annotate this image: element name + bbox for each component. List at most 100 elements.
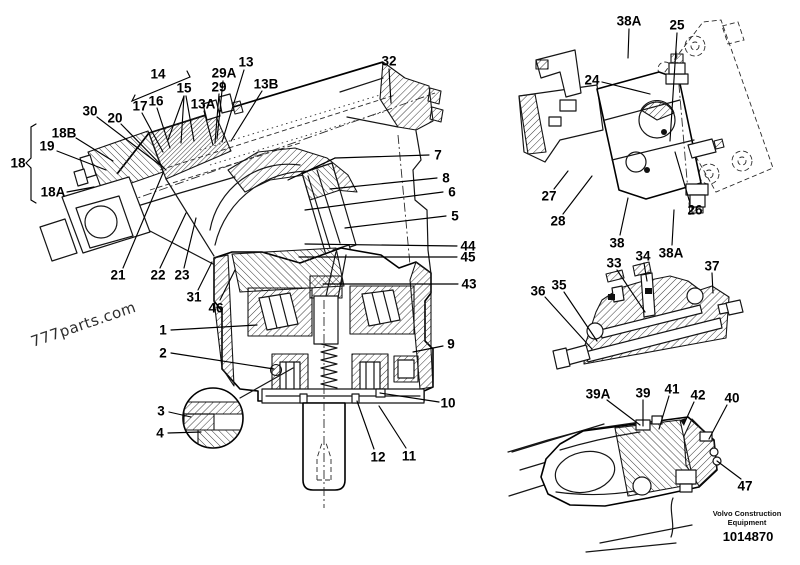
leader-line-17 [141,112,164,153]
leader-line-6 [304,191,444,211]
callout-label-34: 34 [635,249,651,264]
callout-label-31: 31 [186,290,202,305]
callout-label-19: 19 [39,139,54,154]
watermark: 777parts.com [28,298,138,351]
leader-line-29A [216,80,224,140]
view-valve-assembly [518,19,774,216]
leader-line-32 [388,68,392,104]
leader-line-46 [219,269,236,301]
callout-label-13B: 13B [254,77,279,92]
callout-label-13: 13 [238,55,254,70]
leader-line-22 [159,212,187,269]
brace-18 [25,123,37,204]
leader-line-39A [606,399,641,426]
view-swash-actuator [507,415,722,553]
leader-line-13 [221,69,245,143]
leader-line-19 [56,150,107,171]
leader-line-34 [643,262,648,282]
callout-label-5: 5 [451,209,459,224]
callout-label-18: 18 [10,156,26,171]
view-manifold-section [552,261,744,370]
leader-line-40 [708,404,728,440]
leader-line-10 [379,392,440,403]
leader-line-18B [75,137,114,162]
footer-brand-line2: Equipment [728,518,767,527]
bracket-14 [130,70,191,103]
callout-label-38A: 38A [659,246,684,261]
callout-label-29: 29 [211,80,226,95]
callout-label-17: 17 [132,99,147,114]
callout-label-14: 14 [150,67,166,82]
leader-line-37 [711,272,714,294]
leader-line-13B [230,90,263,142]
leader-line-1 [170,324,258,331]
leader-line-8 [329,177,438,190]
leader-line-35 [563,291,598,342]
callout-label-37: 37 [704,259,719,274]
callout-label-18B: 18B [52,126,77,141]
callout-label-3: 3 [157,404,165,419]
callout-label-32: 32 [381,54,396,69]
callout-label-15: 15 [176,81,192,96]
leader-line-23 [183,217,197,269]
callout-label-11: 11 [402,449,417,464]
leader-line-33 [616,269,646,313]
callout-label-43: 43 [461,277,477,292]
callout-label-26: 26 [687,203,703,218]
leader-line-38A [671,209,675,246]
callout-label-45: 45 [460,250,476,265]
callout-label-2: 2 [159,346,167,361]
callout-label-44: 44 [460,239,476,254]
callout-label-46: 46 [208,301,224,316]
leader-line-13A [203,110,214,146]
callout-label-36: 36 [530,284,546,299]
leader-line-47 [716,460,742,480]
callout-label-38A: 38A [617,14,642,29]
callout-label-40: 40 [724,391,739,406]
callout-label-24: 24 [584,73,600,88]
callout-label-16: 16 [148,94,164,109]
leader-line-5 [344,215,447,229]
callout-label-23: 23 [174,268,190,283]
leader-line-28 [562,175,593,215]
leader-line-7 [301,157,336,175]
callout-label-29A: 29A [212,66,237,81]
footer-document-number: 1014870 [723,529,774,544]
callout-label-38: 38 [609,236,625,251]
callout-label-8: 8 [442,171,450,186]
callout-label-35: 35 [551,278,567,293]
leader-line-2 [170,352,275,370]
callout-label-9: 9 [447,337,455,352]
leader-line-21 [122,172,164,269]
leader-line-25 [669,32,678,142]
leader-line-42 [683,401,695,425]
leader-line-4 [167,431,202,434]
leader-line-16 [156,107,171,149]
callout-label-39A: 39A [586,387,611,402]
leader-line-24 [601,81,651,95]
callout-label-47: 47 [737,479,752,494]
callout-label-20: 20 [107,111,122,126]
leader-line-20 [120,123,167,171]
callout-label-4: 4 [156,426,164,441]
leader-line-36 [544,296,593,350]
leader-line-9 [412,345,444,353]
callout-label-28: 28 [550,214,566,229]
leader-line-31 [197,261,213,291]
footer-brand-line1: Volvo Construction [713,509,782,518]
leader-line-15 [185,95,195,142]
leader-line-7 [334,154,430,159]
callout-label-6: 6 [448,185,456,200]
callout-label-10: 10 [440,396,455,411]
leader-line-27 [553,170,569,190]
view-main-cutaway [25,61,444,508]
leader-line-3 [168,411,192,418]
callout-label-39: 39 [635,386,650,401]
callout-label-25: 25 [669,18,685,33]
callout-label-30: 30 [82,104,97,119]
leader-line-18A [66,186,95,193]
leader-line-44 [304,243,458,247]
leader-line-11 [378,405,407,449]
callout-label-22: 22 [150,268,165,283]
